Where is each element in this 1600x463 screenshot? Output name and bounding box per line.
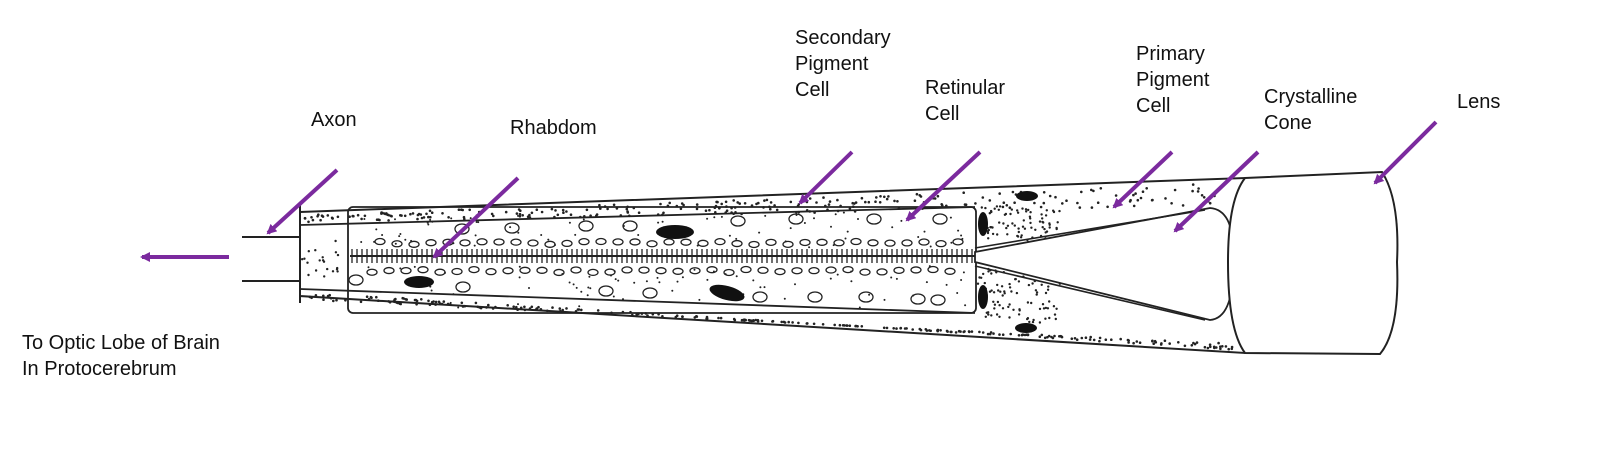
primary-pigment-cell-label: Primary Pigment Cell (1136, 43, 1210, 117)
lens-shape (1226, 170, 1399, 356)
optic-lobe-label: To Optic Lobe of Brain In Protocerebrum (22, 332, 220, 380)
rhabdom-arrow (432, 176, 520, 259)
crystalline-cone-arrow (1173, 150, 1260, 233)
secondary-pigment-layer (299, 206, 976, 314)
lens-label: Lens (1457, 91, 1501, 113)
label-arrows (140, 120, 1438, 262)
crystalline-cone-label: Crystalline Cone (1264, 86, 1358, 134)
retinular-cell-arrow (905, 150, 982, 222)
axon-label: Axon (311, 109, 357, 131)
pigment-granules (404, 191, 1038, 333)
secondary-pigment-cell-label: Secondary Pigment Cell (795, 27, 891, 101)
rhabdom-label: Rhabdom (510, 117, 597, 139)
rhabdom-rod (350, 249, 975, 263)
primary-pigment-cell-arrow (1112, 150, 1174, 209)
retinular-cell-label: Retinular Cell (925, 77, 1006, 125)
secondary-pigment-cell-arrow (798, 150, 854, 205)
primary-pigment-cell-shape (974, 209, 1206, 321)
axon-arrow (266, 168, 339, 235)
lens-arrow (1373, 120, 1438, 185)
